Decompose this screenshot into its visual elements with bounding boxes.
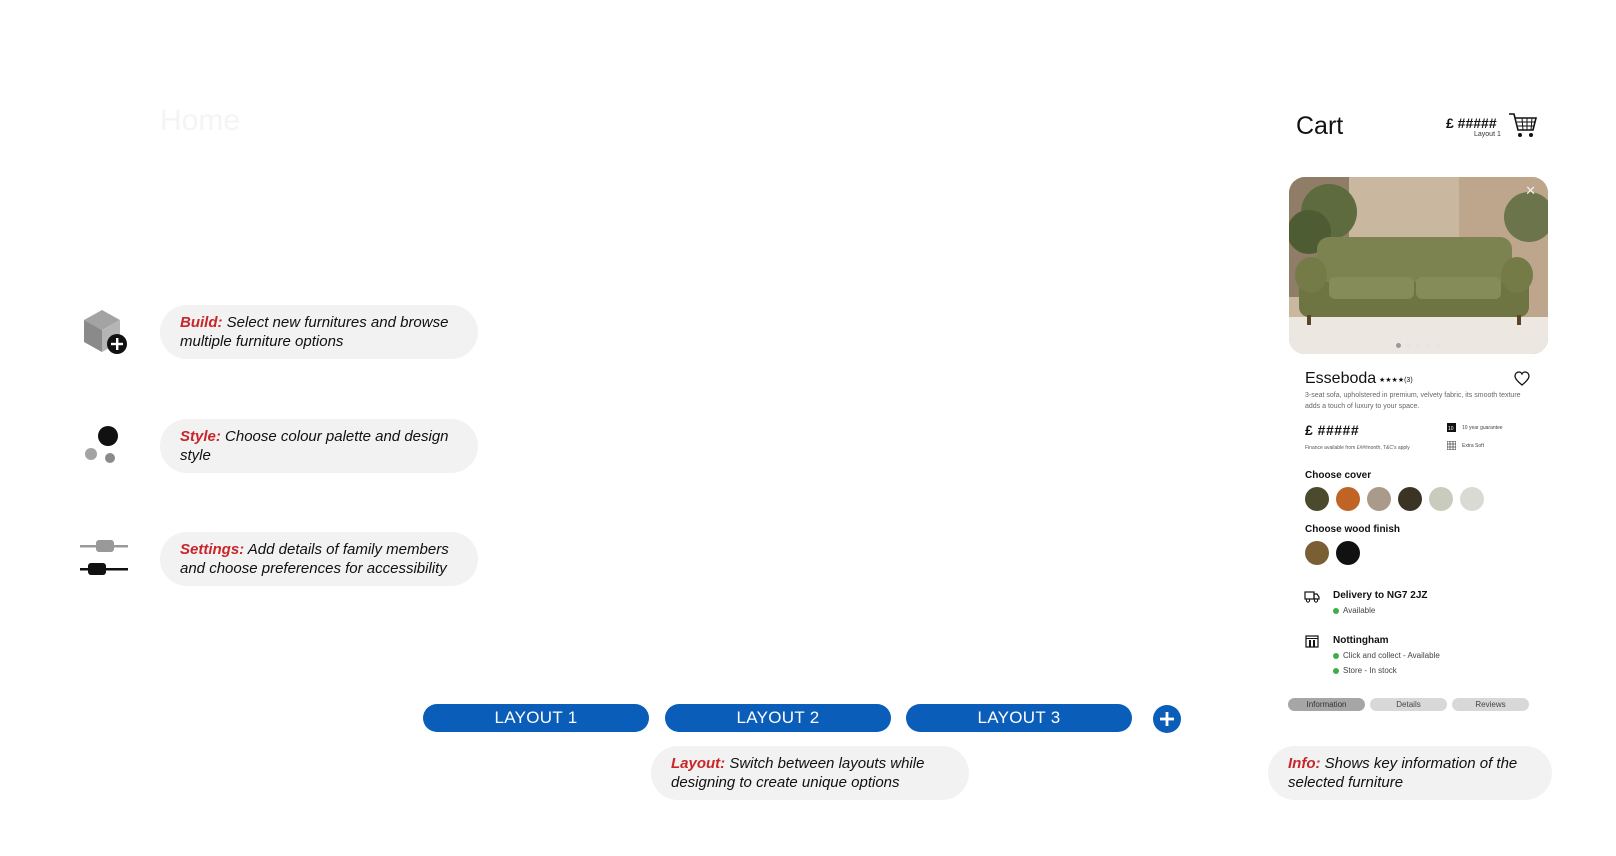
build-keyword: Build: (180, 314, 223, 331)
finance-note: Finance available from £##/month, T&C's … (1305, 445, 1410, 451)
feature-soft-label: Extra Soft (1462, 442, 1484, 449)
add-layout-button[interactable] (1153, 705, 1181, 733)
delivery-title: Delivery to NG7 2JZ (1333, 590, 1428, 601)
cart-title: Cart (1296, 112, 1344, 140)
feature-guarantee-label: 10 year guarantee (1462, 424, 1503, 431)
shopping-cart-icon[interactable] (1508, 111, 1538, 139)
carousel-dots (1289, 343, 1548, 348)
delivery-status-label: Available (1343, 606, 1376, 615)
product-image-carousel[interactable]: ✕ (1289, 177, 1548, 354)
delivery-truck-icon (1304, 591, 1320, 603)
store-icon (1305, 635, 1319, 648)
cover-swatch-2[interactable] (1336, 487, 1360, 511)
cube-plus-icon[interactable] (80, 308, 130, 358)
fabric-icon (1447, 441, 1456, 450)
cart-total-price: £ ##### (1446, 115, 1497, 131)
store-click-collect: Click and collect - Available (1333, 651, 1440, 660)
settings-description: Add details of family members and choose… (180, 541, 449, 577)
wood-swatch-2[interactable] (1336, 541, 1360, 565)
build-tooltip: Build: Select new furnitures and browse … (160, 305, 478, 359)
status-dot (1333, 607, 1339, 614)
store-stock-label: Store - In stock (1343, 666, 1397, 675)
info-keyword: Info: (1288, 755, 1321, 772)
sofa-image (1289, 177, 1548, 354)
svg-text:10: 10 (1448, 426, 1454, 432)
carousel-dot[interactable] (1396, 343, 1401, 348)
heart-icon[interactable] (1514, 371, 1530, 386)
palette-dots-icon[interactable] (80, 420, 130, 470)
layout-description: Switch between layouts while designing t… (671, 755, 925, 791)
carousel-dot[interactable] (1436, 343, 1441, 348)
tab-information[interactable]: Information (1288, 698, 1365, 711)
style-keyword: Style: (180, 428, 221, 445)
tab-reviews[interactable]: Reviews (1452, 698, 1529, 711)
settings-tooltip: Settings: Add details of family members … (160, 532, 478, 586)
layout-1-button[interactable]: LAYOUT 1 (423, 704, 649, 732)
feature-soft: Extra Soft (1447, 441, 1484, 450)
carousel-dot[interactable] (1406, 343, 1411, 348)
choose-cover-label: Choose cover (1305, 470, 1372, 481)
layout-3-button[interactable]: LAYOUT 3 (906, 704, 1132, 732)
feature-guarantee: 10 10 year guarantee (1447, 423, 1503, 432)
store-stock: Store - In stock (1333, 666, 1397, 675)
tab-details[interactable]: Details (1370, 698, 1447, 711)
product-price: £ ##### (1305, 422, 1360, 438)
status-dot (1333, 667, 1339, 674)
cover-swatch-1[interactable] (1305, 487, 1329, 511)
store-title: Nottingham (1333, 635, 1389, 646)
close-icon[interactable]: ✕ (1525, 183, 1536, 198)
cover-swatch-5[interactable] (1429, 487, 1453, 511)
choose-wood-label: Choose wood finish (1305, 524, 1400, 535)
cart-layout-label: Layout 1 (1474, 131, 1501, 138)
cover-swatch-3[interactable] (1367, 487, 1391, 511)
guarantee-icon: 10 (1447, 423, 1456, 432)
product-rating: ★★★★(3) (1379, 377, 1413, 384)
style-tooltip: Style: Choose colour palette and design … (160, 419, 478, 473)
info-description: Shows key information of the selected fu… (1288, 755, 1518, 791)
product-name: Esseboda (1305, 370, 1377, 387)
sliders-icon[interactable] (80, 533, 130, 583)
product-description: 3-seat sofa, upholstered in premium, vel… (1305, 392, 1521, 410)
build-description: Select new furnitures and browse multipl… (180, 314, 449, 350)
info-tooltip: Info: Shows key information of the selec… (1268, 746, 1552, 800)
settings-keyword: Settings: (180, 541, 245, 558)
store-click-collect-label: Click and collect - Available (1343, 651, 1440, 660)
carousel-dot[interactable] (1426, 343, 1431, 348)
carousel-dot[interactable] (1416, 343, 1421, 348)
plus-circle-icon (1160, 712, 1174, 726)
cover-swatch-6[interactable] (1460, 487, 1484, 511)
cover-swatch-4[interactable] (1398, 487, 1422, 511)
style-description: Choose colour palette and design style (180, 428, 449, 464)
status-dot (1333, 652, 1339, 659)
layout-2-button[interactable]: LAYOUT 2 (665, 704, 891, 732)
delivery-status: Available (1333, 606, 1375, 615)
wood-swatch-1[interactable] (1305, 541, 1329, 565)
page-title: Home (160, 104, 241, 137)
layout-keyword: Layout: (671, 755, 726, 772)
layout-tooltip: Layout: Switch between layouts while des… (651, 746, 969, 800)
